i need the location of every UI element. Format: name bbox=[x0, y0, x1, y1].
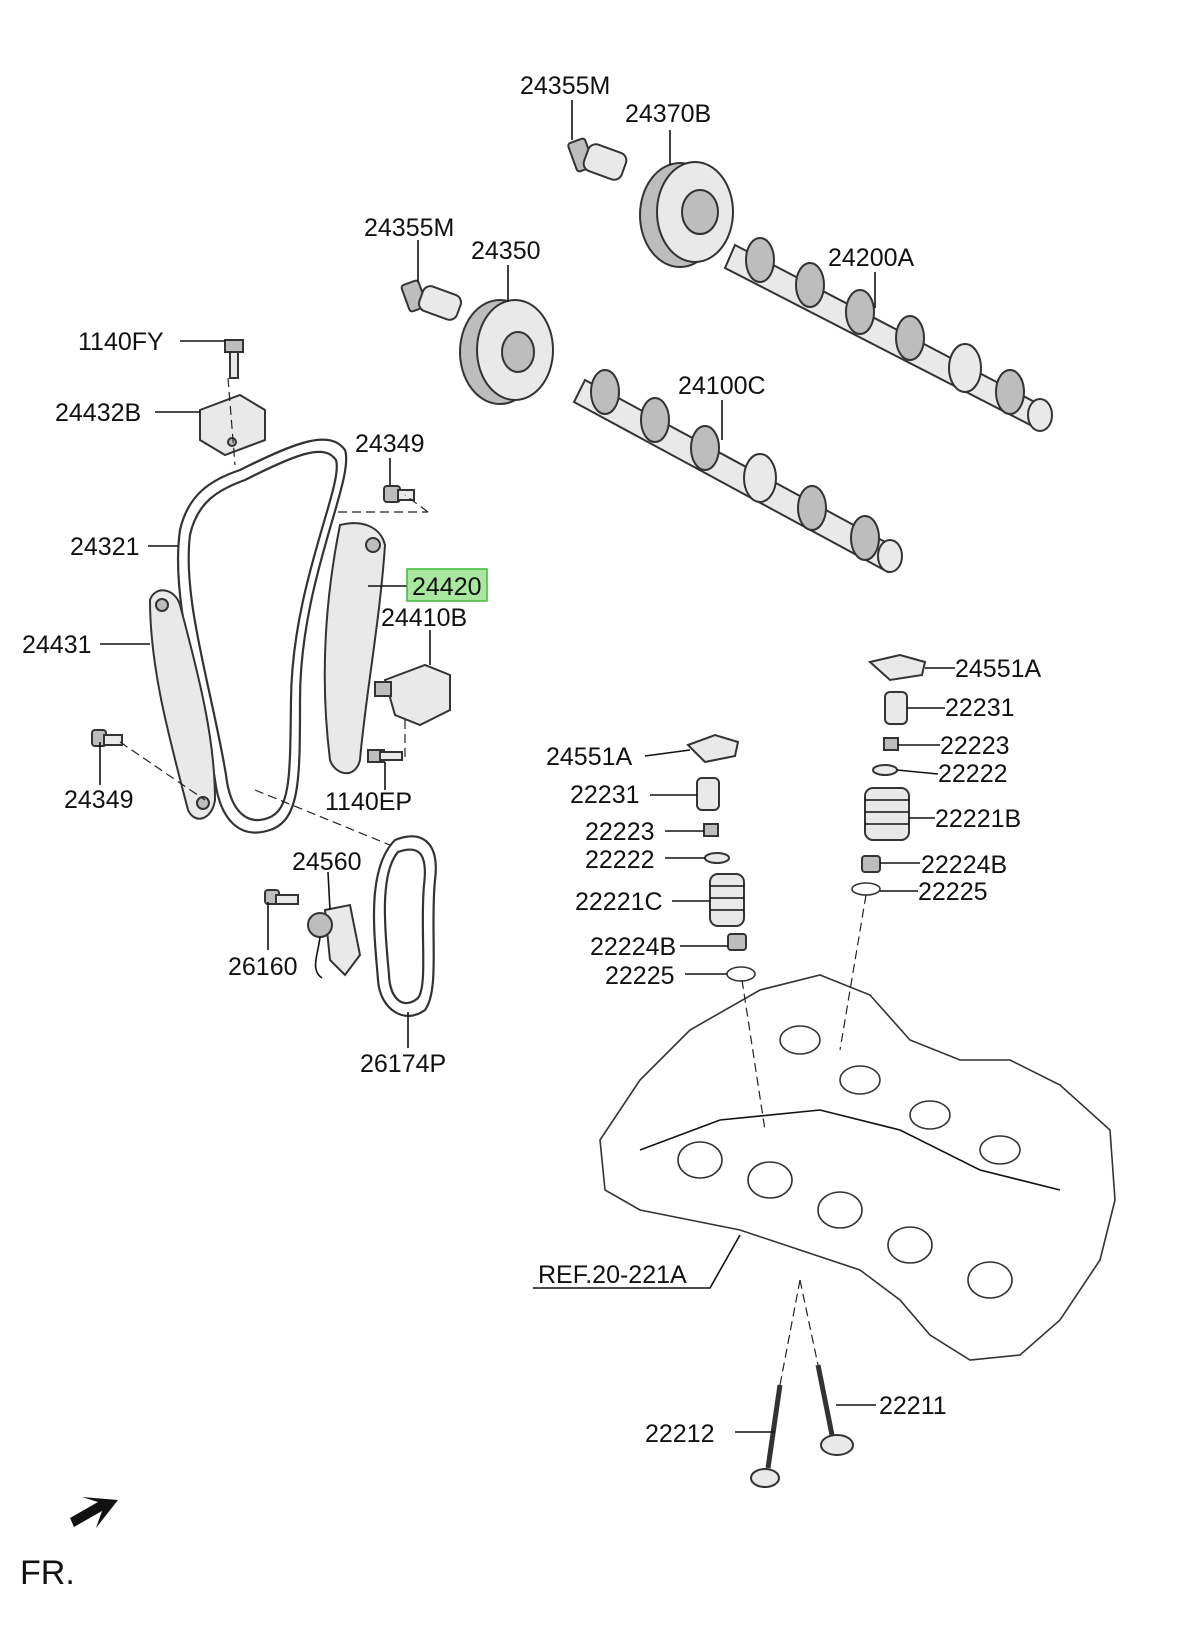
guide-pin-lower[interactable] bbox=[91, 729, 123, 747]
callout-22231-right[interactable]: 22231 bbox=[945, 694, 1015, 722]
oil-control-valve-mid[interactable] bbox=[400, 279, 463, 322]
callout-22221b[interactable]: 22221B bbox=[935, 805, 1021, 833]
front-arrow-icon bbox=[70, 1497, 118, 1528]
valve-spring-intake[interactable] bbox=[864, 787, 910, 841]
callout-24432b[interactable]: 24432B bbox=[55, 399, 141, 427]
oil-pump-chain-tensioner[interactable] bbox=[307, 903, 362, 979]
valve-cotter-left[interactable] bbox=[703, 823, 719, 837]
oil-control-valve-top[interactable] bbox=[567, 137, 628, 182]
intake-cam-sprocket[interactable] bbox=[459, 299, 554, 405]
rocker-arm-left[interactable] bbox=[686, 733, 740, 764]
callout-24200a[interactable]: 24200A bbox=[828, 244, 915, 272]
callout-labels: 24355M 24370B 24355M 24350 24200A 1140FY… bbox=[22, 72, 1042, 1448]
leader-lines bbox=[99, 100, 955, 1433]
bolt-26160[interactable] bbox=[264, 889, 299, 905]
chain-tensioner[interactable] bbox=[374, 663, 451, 727]
exhaust-camshaft[interactable] bbox=[723, 237, 1053, 432]
bolt-1140fy[interactable] bbox=[224, 339, 244, 379]
callout-24370b[interactable]: 24370B bbox=[625, 100, 711, 128]
valve-stem-seal-left[interactable] bbox=[727, 933, 747, 951]
chain-guide-bracket[interactable] bbox=[199, 393, 266, 457]
callout-24355m-top[interactable]: 24355M bbox=[520, 72, 610, 100]
callout-22223-left[interactable]: 22223 bbox=[585, 818, 655, 846]
intake-valve[interactable] bbox=[815, 1364, 854, 1456]
exhaust-cam-sprocket[interactable] bbox=[639, 161, 734, 268]
valve-stem-seal-right[interactable] bbox=[861, 855, 881, 873]
timing-chain-guide[interactable] bbox=[148, 589, 217, 820]
spring-seat-left[interactable] bbox=[726, 966, 756, 982]
callout-24350[interactable]: 24350 bbox=[471, 237, 541, 265]
assembly-centerlines bbox=[119, 377, 867, 1386]
timing-chain-tensioner-arm[interactable] bbox=[323, 522, 387, 775]
valve-cotter-right[interactable] bbox=[883, 737, 899, 751]
timing-chain[interactable] bbox=[176, 438, 348, 834]
callout-26174p[interactable]: 26174P bbox=[360, 1050, 446, 1078]
hydraulic-lash-adjuster-right[interactable] bbox=[884, 691, 908, 725]
callout-24321[interactable]: 24321 bbox=[70, 533, 140, 561]
callout-24551a-left[interactable]: 24551A bbox=[546, 743, 633, 771]
callout-22225-right[interactable]: 22225 bbox=[918, 878, 988, 906]
exhaust-valve[interactable] bbox=[750, 1384, 783, 1488]
spring-retainer-right[interactable] bbox=[872, 764, 898, 776]
spring-retainer-left[interactable] bbox=[704, 852, 730, 864]
callout-22222-right[interactable]: 22222 bbox=[938, 760, 1008, 788]
spring-seat-right[interactable] bbox=[851, 882, 881, 896]
callout-ref-20-221a[interactable]: REF.20-221A bbox=[538, 1261, 687, 1289]
callout-22225-left[interactable]: 22225 bbox=[605, 962, 675, 990]
callout-22211[interactable]: 22211 bbox=[879, 1392, 947, 1420]
callout-22224b-left[interactable]: 22224B bbox=[590, 933, 676, 961]
callout-24551a-right[interactable]: 24551A bbox=[955, 655, 1042, 683]
rocker-arm-right[interactable] bbox=[867, 653, 927, 682]
cylinder-head[interactable] bbox=[599, 974, 1116, 1361]
callout-24420-highlight bbox=[406, 568, 488, 602]
guide-pin-upper[interactable] bbox=[383, 485, 415, 503]
callout-24560[interactable]: 24560 bbox=[292, 848, 362, 876]
callout-24420[interactable]: 24420 bbox=[412, 573, 482, 601]
front-direction-label: FR. bbox=[20, 1554, 75, 1592]
callout-24349-bottom[interactable]: 24349 bbox=[64, 786, 134, 814]
callout-24410b[interactable]: 24410B bbox=[381, 604, 467, 632]
callout-22221c[interactable]: 22221C bbox=[575, 888, 663, 916]
hydraulic-lash-adjuster-left[interactable] bbox=[696, 777, 720, 811]
callout-22223-right[interactable]: 22223 bbox=[940, 732, 1010, 760]
callout-24355m-mid[interactable]: 24355M bbox=[364, 214, 454, 242]
callout-26160[interactable]: 26160 bbox=[228, 953, 298, 981]
intake-camshaft[interactable] bbox=[572, 369, 903, 574]
callout-24431[interactable]: 24431 bbox=[22, 631, 92, 659]
front-direction-indicator: FR. bbox=[20, 1497, 118, 1592]
callout-22231-left[interactable]: 22231 bbox=[570, 781, 640, 809]
callout-24349-top[interactable]: 24349 bbox=[355, 430, 425, 458]
oil-pump-chain[interactable] bbox=[372, 835, 437, 1017]
callout-1140fy[interactable]: 1140FY bbox=[78, 328, 164, 356]
callout-22224b-right[interactable]: 22224B bbox=[921, 851, 1007, 879]
bolt-1140ep[interactable] bbox=[367, 749, 403, 763]
valve-spring-exhaust[interactable] bbox=[709, 873, 745, 927]
callout-22222-left[interactable]: 22222 bbox=[585, 846, 655, 874]
callout-22212[interactable]: 22212 bbox=[645, 1420, 715, 1448]
callout-1140ep[interactable]: 1140EP bbox=[325, 788, 412, 816]
callout-24100c[interactable]: 24100C bbox=[678, 372, 766, 400]
